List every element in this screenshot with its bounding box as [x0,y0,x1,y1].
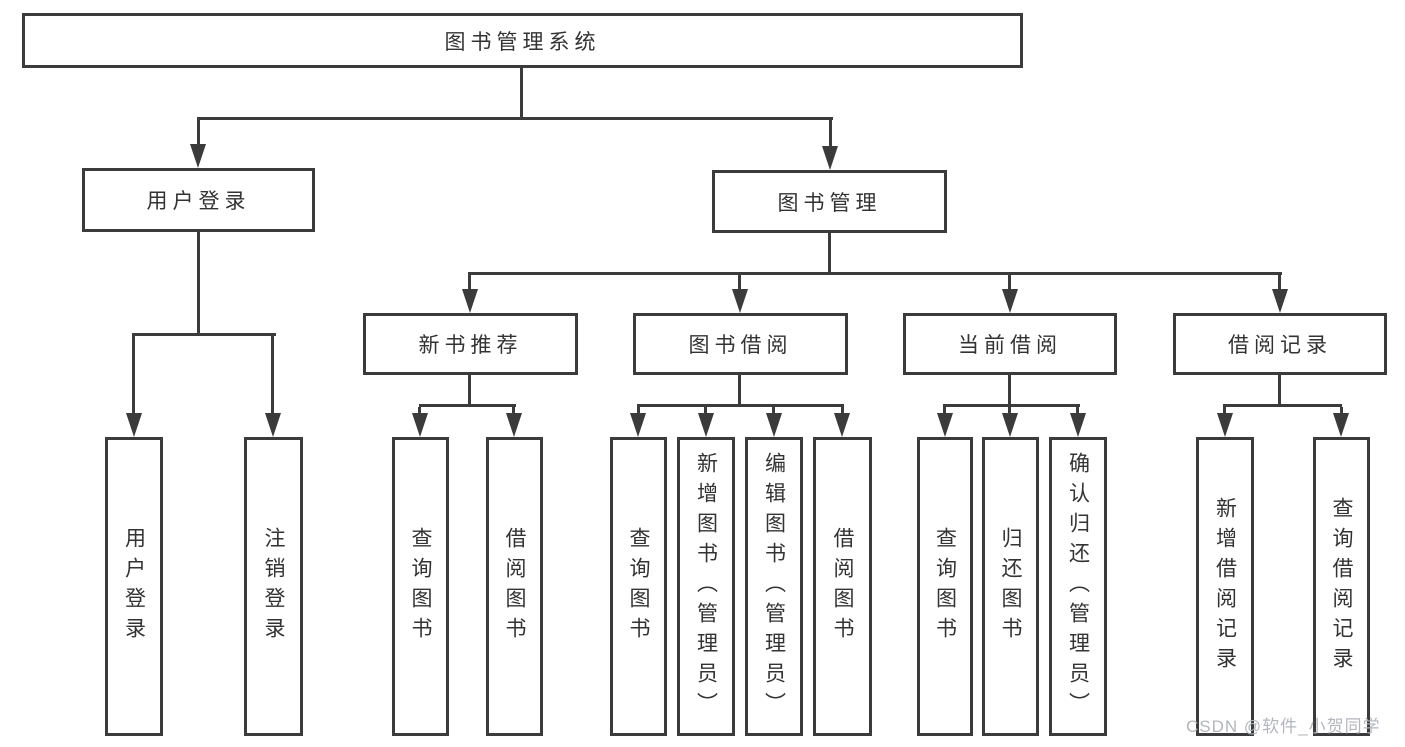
connector-line [738,375,741,404]
connector-line [132,333,276,336]
connector-line [197,232,200,336]
leaf-add-books-admin: 新增图书（管理员） [677,437,735,736]
connector-line [197,120,200,147]
connector-line [738,275,741,293]
connector-arrowhead [506,413,522,437]
leaf-query-books-current-label: 查询图书 [933,526,957,647]
connector-line [637,404,844,407]
connector-arrowhead [265,413,281,437]
leaf-borrow-books-borrow-label: 借阅图书 [831,526,854,647]
connector-line [704,407,707,416]
leaf-query-books-borrow-label: 查询图书 [627,526,650,647]
node-book-borrow: 图书借阅 [633,313,848,375]
leaf-user-login: 用户登录 [105,437,163,736]
leaf-add-borrow-record-label: 新增借阅记录 [1213,496,1237,677]
connector-line [419,404,516,407]
node-new-book-recommend: 新书推荐 [363,313,578,375]
connector-line [1076,407,1079,416]
node-user-login-label: 用户登录 [146,190,251,213]
connector-line [468,272,1282,275]
connector-line [637,407,640,416]
node-user-login: 用户登录 [82,168,315,232]
node-book-borrow-label: 图书借阅 [688,334,793,357]
connector-arrowhead [732,289,748,313]
leaf-query-books-current: 查询图书 [917,437,973,736]
node-current-borrow: 当前借阅 [903,313,1117,375]
connector-arrowhead [766,413,782,437]
leaf-return-books: 归还图书 [982,437,1039,736]
node-borrow-records-label: 借阅记录 [1228,334,1332,357]
connector-arrowhead [1217,413,1233,437]
connector-line [468,375,471,404]
leaf-borrow-books-recommend-label: 借阅图书 [503,526,526,647]
connector-arrowhead [1070,413,1086,437]
leaf-logout: 注销登录 [244,437,303,736]
leaf-confirm-return-admin: 确认归还（管理员） [1049,437,1107,736]
connector-line [1008,407,1011,416]
connector-line [1278,375,1281,404]
leaf-query-borrow-record: 查询借阅记录 [1313,437,1370,736]
leaf-query-books-recommend: 查询图书 [392,437,449,736]
node-book-management: 图书管理 [712,170,947,233]
connector-arrowhead [1002,413,1018,437]
leaf-query-books-borrow: 查询图书 [610,437,667,736]
node-new-book-recommend-label: 新书推荐 [418,334,523,357]
leaf-borrow-books-borrow: 借阅图书 [813,437,872,736]
connector-line [943,404,1080,407]
leaf-return-books-label: 归还图书 [999,526,1022,647]
connector-line [512,407,515,416]
leaf-add-books-admin-label: 新增图书（管理员） [694,451,718,722]
connector-arrowhead [1333,413,1349,437]
leaf-edit-books-admin: 编辑图书（管理员） [745,437,803,736]
leaf-edit-books-admin-label: 编辑图书（管理员） [762,451,786,722]
connector-line [271,336,274,415]
connector-arrowhead [190,144,206,168]
node-root: 图书管理系统 [22,13,1023,68]
connector-arrowhead [630,413,646,437]
connector-line [772,407,775,416]
leaf-user-login-label: 用户登录 [122,526,146,647]
connector-line [1223,404,1342,407]
connector-arrowhead [822,146,838,170]
connector-line [829,120,832,147]
connector-line [197,117,833,120]
connector-arrowhead [698,413,714,437]
connector-arrowhead [937,413,953,437]
connector-line [1340,407,1343,416]
connector-line [828,233,831,272]
connector-line [841,407,844,416]
watermark: CSDN @软件_小贺同学 [1186,717,1381,736]
connector-line [1223,407,1226,416]
connector-line [418,407,421,416]
node-current-borrow-label: 当前借阅 [958,334,1062,357]
connector-arrowhead [1002,289,1018,313]
leaf-query-books-recommend-label: 查询图书 [409,526,432,647]
connector-line [132,336,135,415]
connector-line [1278,275,1281,293]
connector-arrowhead [126,413,142,437]
connector-arrowhead [1272,289,1288,313]
connector-line [943,407,946,416]
node-root-label: 图书管理系统 [444,30,601,54]
leaf-confirm-return-admin-label: 确认归还（管理员） [1066,451,1090,722]
connector-arrowhead [412,413,428,437]
connector-arrowhead [834,413,850,437]
connector-line [468,275,471,293]
connector-arrowhead [462,289,478,313]
node-borrow-records: 借阅记录 [1173,313,1387,375]
node-book-management-label: 图书管理 [777,191,882,215]
leaf-borrow-books-recommend: 借阅图书 [486,437,543,736]
connector-line [520,68,523,120]
connector-line [1008,375,1011,404]
leaf-add-borrow-record: 新增借阅记录 [1196,437,1254,736]
leaf-query-borrow-record-label: 查询借阅记录 [1330,496,1353,677]
leaf-logout-label: 注销登录 [262,526,285,647]
connector-line [1008,275,1011,293]
